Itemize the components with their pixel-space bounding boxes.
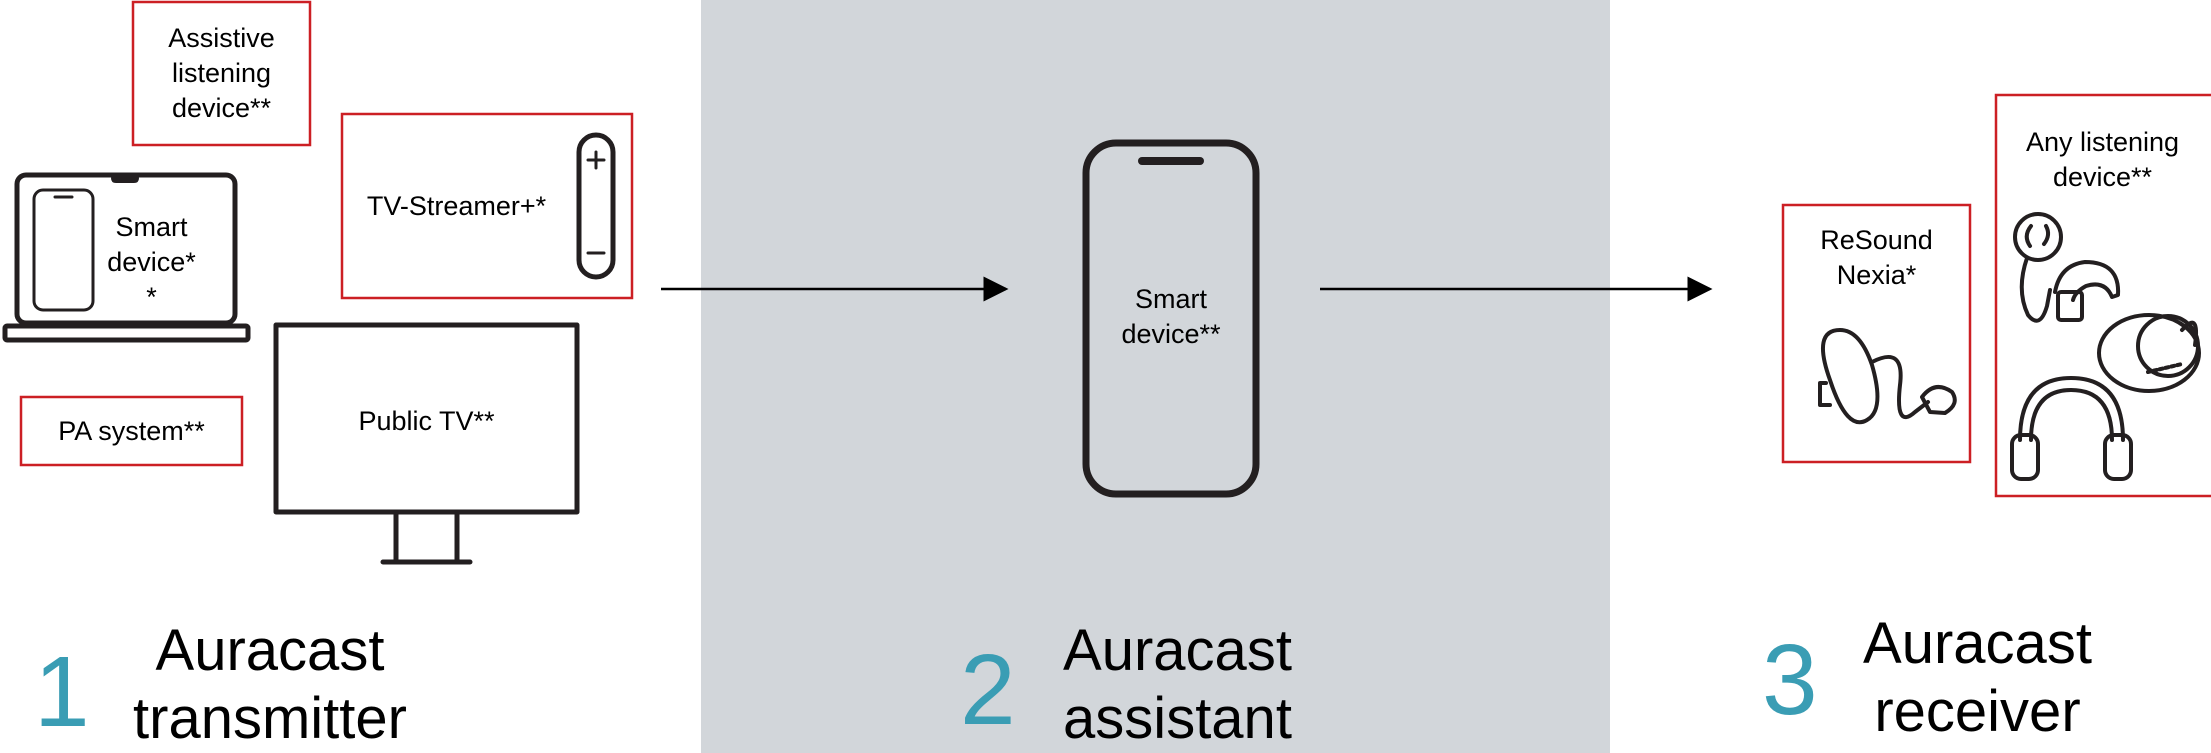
public-tv-label: Public TV** [358,405,495,436]
step-2-number: 2 [960,634,1016,746]
phone-smart-device-label: Smart device** [1121,284,1221,349]
pa-system-box [19,395,244,467]
tv-streamer-label: TV-Streamer+* [366,190,547,221]
assistive-listening-box [131,0,312,147]
earbud-icon [2097,313,2201,393]
step-1-number: 1 [34,636,90,748]
hearing-aid-icon [1818,328,1957,425]
resound-nexia-box [1781,203,1972,464]
assistive-listening-label: Assistive listening device** [168,23,275,123]
pa-system-label: PA system** [58,415,205,446]
tv-streamer-icon [576,132,616,280]
assistant-panel-background [701,0,1610,753]
public-tv-icon [273,322,580,565]
resound-nexia-label: ReSound Nexia* [1820,225,1933,290]
step-2-title: Auracast assistant [1063,618,1292,751]
any-listening-box [1994,93,2211,498]
any-listening-label: Any listening device** [2025,127,2180,192]
step-3-title: Auracast receiver [1863,611,2092,744]
cochlear-implant-icon [2013,212,2121,323]
tv-streamer-box [340,112,634,300]
headphones-icon [2010,376,2133,481]
laptop-smart-device-label: Smart device* * [107,211,196,312]
laptop-icon [2,172,251,343]
step-3-number: 3 [1762,624,1818,736]
smartphone-icon [1082,139,1260,498]
step-1-title: Auracast transmitter [133,618,407,751]
small-phone-icon [32,188,95,312]
